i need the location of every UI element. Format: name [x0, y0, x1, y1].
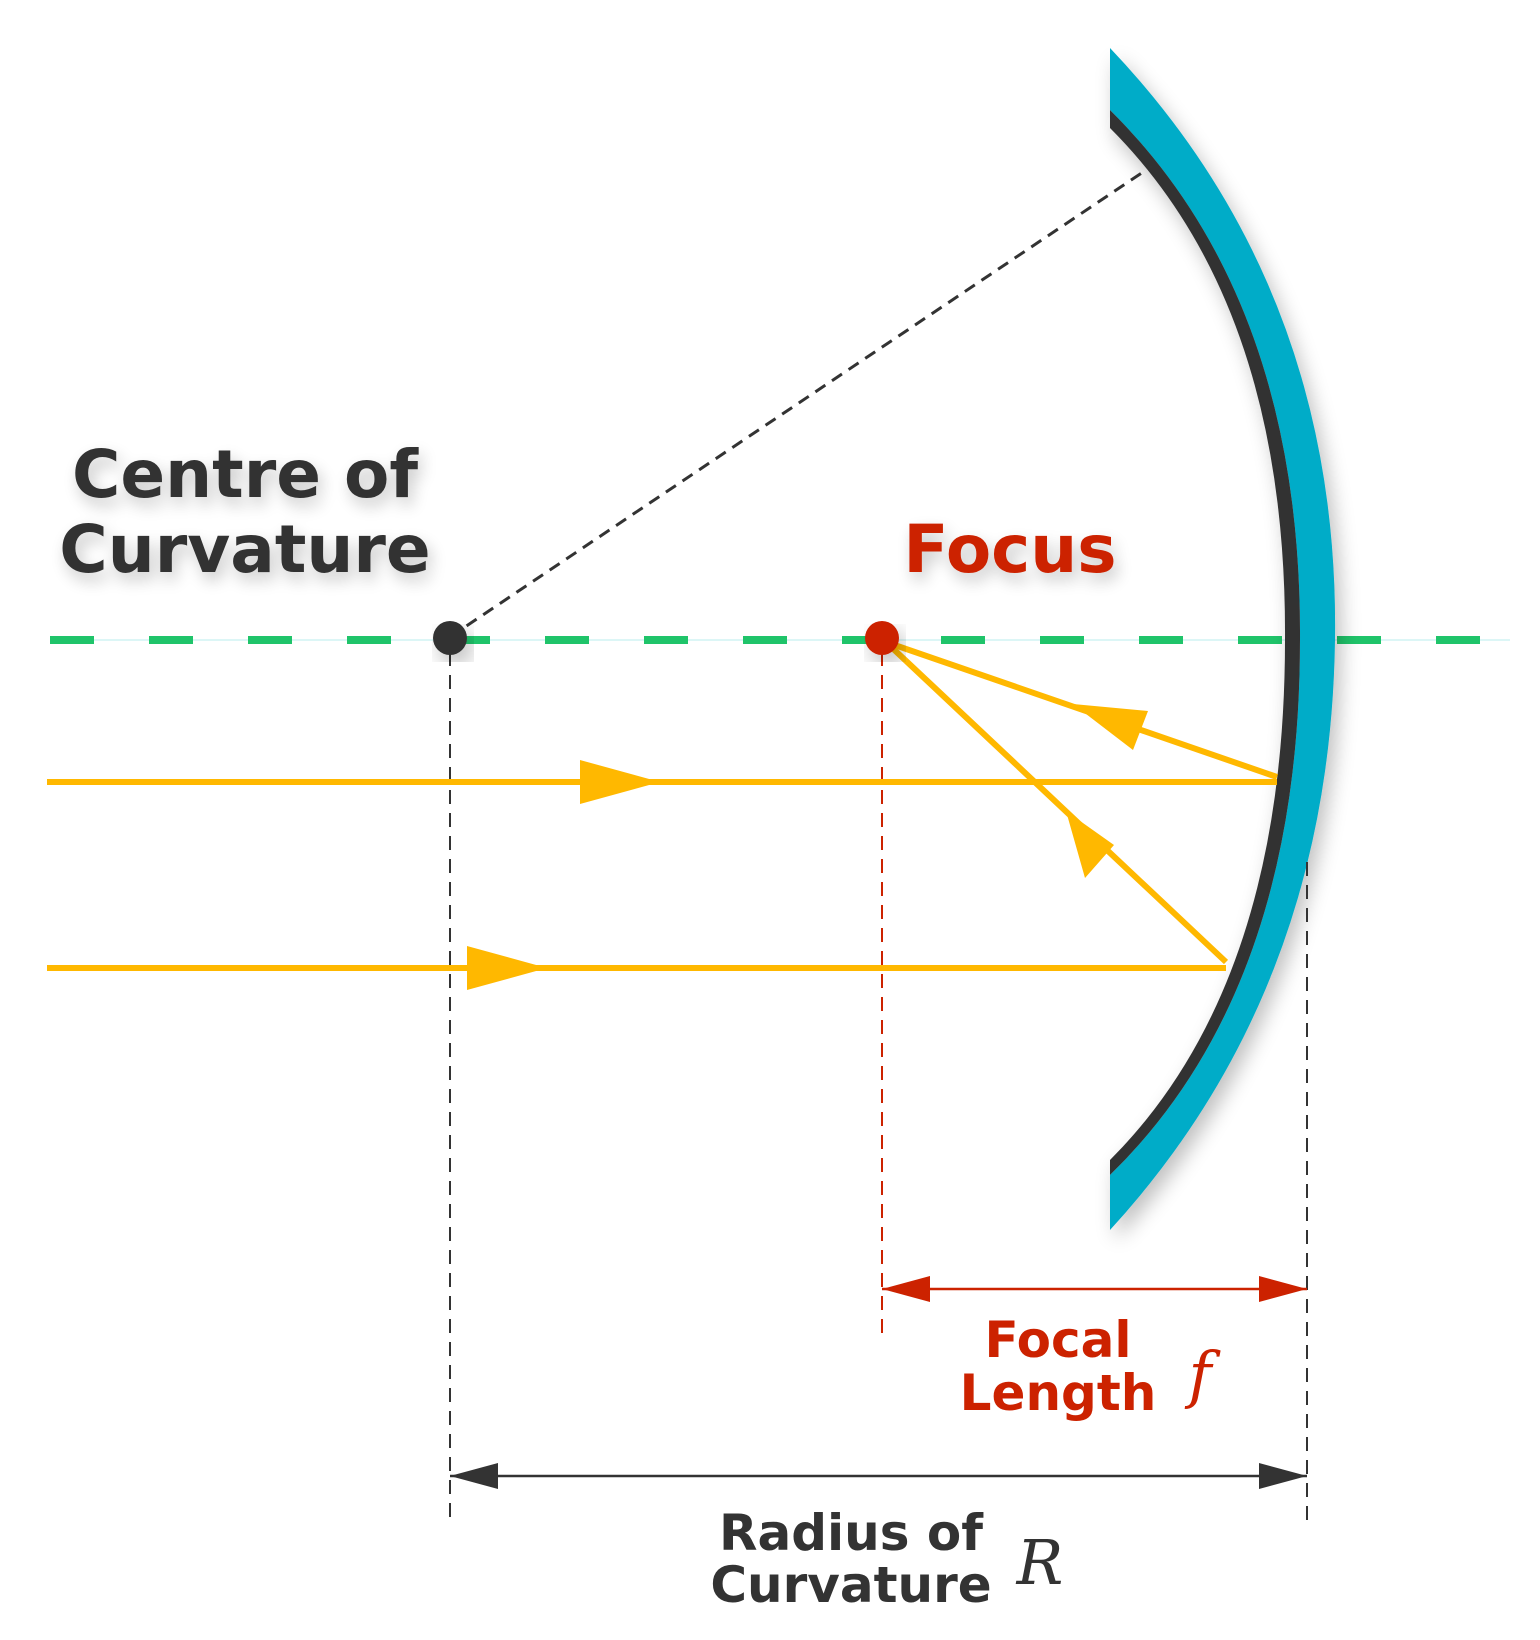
- focal-arrow-left: [882, 1276, 930, 1302]
- arrow-incident-lower: [467, 946, 547, 990]
- focal-length-dimension: [882, 1276, 1307, 1302]
- radius-label-line2: Curvature: [710, 1556, 991, 1614]
- arrow-reflected-lower: [1066, 811, 1114, 878]
- mirror-blue-layer: [1110, 48, 1336, 1230]
- centre-label-line1: Centre of: [72, 436, 419, 513]
- radius-dashed-line: [449, 164, 1153, 639]
- ray-arrowheads: [467, 704, 1148, 990]
- radius-label-line1: Radius of: [719, 1504, 984, 1562]
- focus-label: Focus: [903, 511, 1116, 588]
- centre-label-line2: Curvature: [59, 511, 430, 588]
- focus-point: [865, 621, 899, 655]
- radius-symbol: R: [1016, 1526, 1064, 1599]
- mirror-reflective-surface: [1110, 110, 1301, 1175]
- arrow-incident-upper: [580, 760, 660, 804]
- radius-arrow-right: [1259, 1463, 1307, 1489]
- focal-length-label-line2: Length: [960, 1364, 1157, 1422]
- focal-length-label-line1: Focal: [985, 1311, 1132, 1369]
- reflected-ray-lower: [883, 639, 1229, 965]
- focal-length-symbol: f: [1185, 1338, 1222, 1411]
- centre-of-curvature-point: [433, 621, 467, 655]
- arrow-reflected-upper: [1073, 704, 1148, 750]
- radius-arrow-left: [450, 1463, 498, 1489]
- light-rays: [47, 639, 1278, 971]
- focal-arrow-right: [1259, 1276, 1307, 1302]
- concave-mirror: [1110, 48, 1336, 1230]
- radius-dimension: [450, 1463, 1307, 1489]
